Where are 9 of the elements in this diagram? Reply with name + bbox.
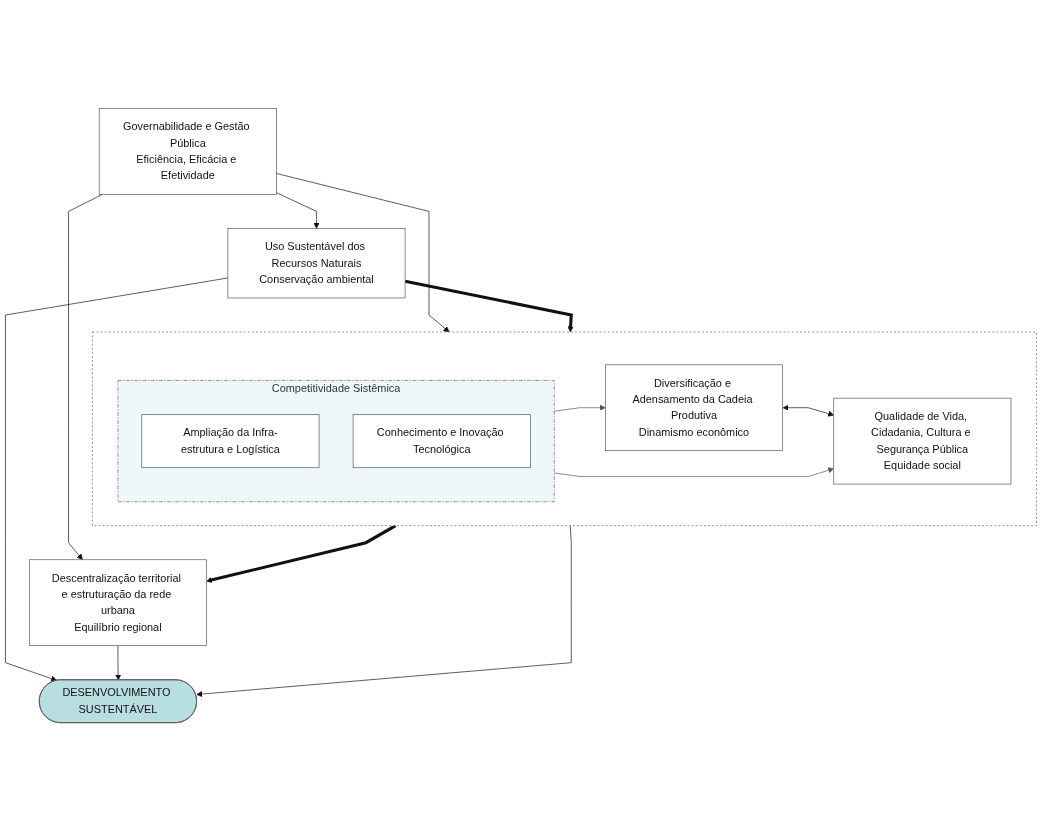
- node-box: Qualidade de Vida, Cidadania, Cultura e Segurança Pública Equidade social: [833, 398, 1012, 485]
- node-box: Descentralização territorial e estruturação da rede urbana Equilíbrio regional: [29, 559, 207, 647]
- node-box: Uso Sustentável dos Recursos Naturais Conservação ambiental: [227, 228, 406, 299]
- node-box: Governabilidade e Gestão Pública Eficiência, Eficácia e Efetividade: [98, 108, 277, 196]
- node-box: Ampliação da Infra-estrutura e Logística: [141, 414, 320, 469]
- node-box: Conhecimento e Inovação Tecnológica: [352, 414, 531, 469]
- node-box: Diversificação e Adensamento da Cadeia Produtiva Dinamismo econômico: [605, 364, 783, 452]
- cluster: [92, 332, 1037, 527]
- arrow: [404, 280, 574, 333]
